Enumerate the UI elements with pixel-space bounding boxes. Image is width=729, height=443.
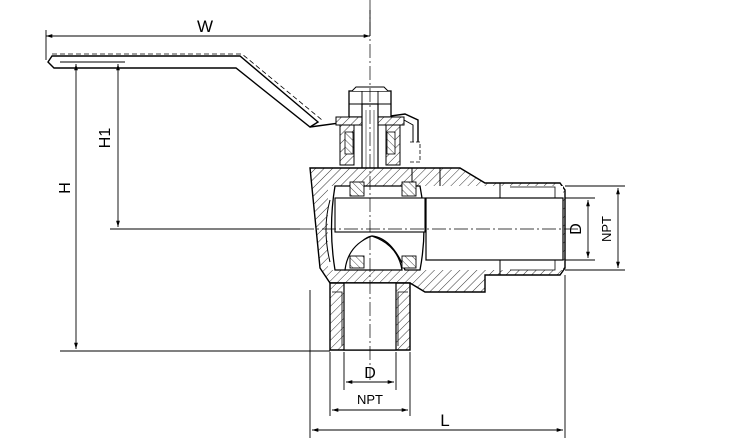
- valve-ball: [325, 181, 426, 271]
- dimension-labels: W H1 H L D NPT D NPT: [57, 17, 614, 430]
- dim-label-h: H: [57, 182, 74, 194]
- dim-label-h1: H1: [97, 128, 114, 149]
- dim-label-side-d: D: [568, 223, 585, 235]
- dim-label-bottom-d: D: [364, 365, 376, 382]
- dimension-lines: [46, 34, 620, 432]
- centerlines: [300, 0, 580, 380]
- dim-label-bottom-npt: NPT: [357, 392, 383, 407]
- dim-label-l: L: [440, 411, 449, 430]
- dim-label-w: W: [197, 17, 213, 36]
- dim-label-side-npt: NPT: [599, 216, 614, 242]
- extension-lines: [45, 10, 625, 438]
- bottom-outlet: [329, 282, 411, 351]
